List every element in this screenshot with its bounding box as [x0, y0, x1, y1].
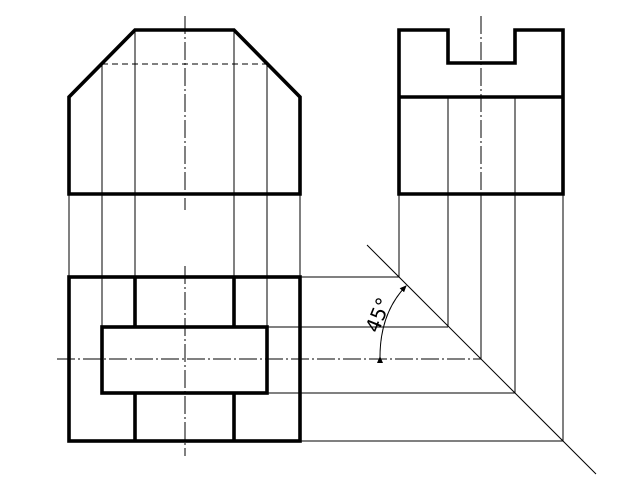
front-view [67, 16, 302, 210]
horizontal-projection-lines [267, 276, 563, 442]
miter-line [366, 244, 597, 475]
side-view [397, 16, 565, 210]
angle-label: 45° [360, 294, 396, 336]
top-view [57, 266, 481, 456]
side-projection-lines [398, 194, 564, 441]
side-view-outline [397, 28, 565, 196]
angle-arc [376, 285, 407, 364]
vertical-projection-lines [68, 194, 301, 327]
